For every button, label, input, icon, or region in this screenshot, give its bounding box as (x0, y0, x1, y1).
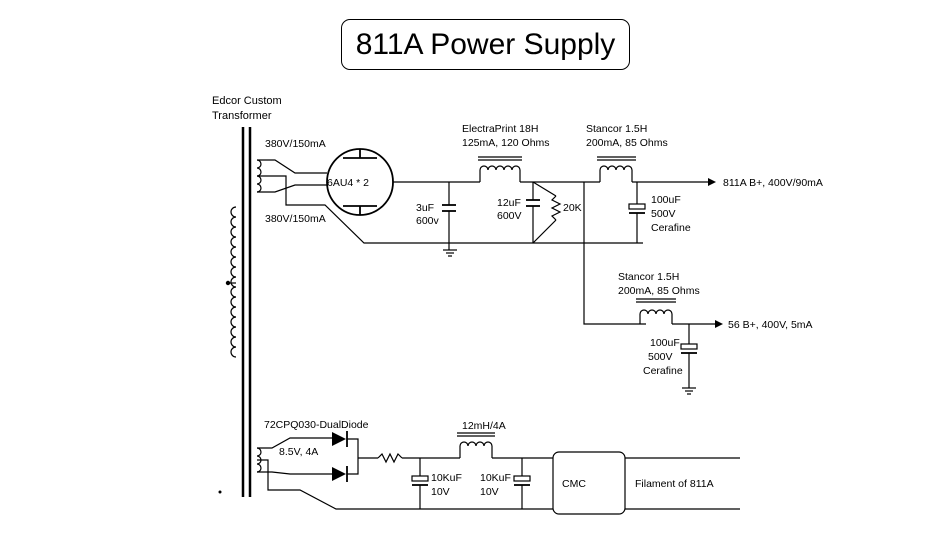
transformer-primary-coil (230, 206, 237, 358)
hv-lead-bottom (257, 184, 327, 193)
r1-bottom-wire (532, 219, 557, 244)
cmc-label: CMC (562, 478, 586, 490)
page-title: 811A Power Supply (341, 19, 630, 70)
choke3-label-line2: 200mA, 85 Ohms (618, 285, 700, 297)
r1-value: 20K (563, 202, 582, 214)
c3-value: 100uF (651, 194, 681, 206)
c4-plate-top (680, 343, 698, 350)
fil-choke-label: 12mH/4A (462, 420, 506, 432)
c6-value: 10KuF (480, 472, 511, 484)
c2-voltage: 600V (497, 210, 522, 222)
c5-plate-top (411, 475, 429, 482)
c4-type: Cerafine (643, 365, 683, 377)
out2-label: 56 B+, 400V, 5mA (728, 319, 813, 331)
filament-load-label: Filament of 811A (635, 478, 714, 490)
hv-center-tap-return (257, 175, 643, 244)
diode-label: 72CPQ030-DualDiode (264, 419, 369, 431)
fil-lead-top (257, 437, 332, 449)
fil-choke-coil (459, 441, 493, 458)
c3-type: Cerafine (651, 222, 691, 234)
choke1-label-line2: 125mA, 120 Ohms (462, 137, 550, 149)
choke1-label-line1: ElectraPrint 18H (462, 123, 538, 135)
c5-value: 10KuF (431, 472, 462, 484)
c4-voltage: 500V (648, 351, 673, 363)
rectifier-tube-label: 6AU4 * 2 (327, 177, 369, 189)
cmc-box (552, 451, 626, 515)
c6-voltage: 10V (480, 486, 499, 498)
hv-rectifier-section: 380V/150mA 380V/150mA 6AU4 * 2 (257, 138, 643, 244)
stray-dot (218, 490, 222, 494)
r1-resistor (550, 195, 562, 221)
ground-symbol-2 (682, 387, 696, 395)
c4-value: 100uF (650, 337, 680, 349)
transformer: Edcor Custom Transformer (212, 95, 282, 497)
c3-voltage: 500V (651, 208, 676, 220)
out1-label: 811A B+, 400V/90mA (723, 177, 823, 189)
c6-plate-top (513, 475, 531, 482)
c2-value: 12uF (497, 197, 521, 209)
diode-2 (332, 467, 346, 481)
choke1-coil (479, 165, 521, 182)
filament-winding-label: 8.5V, 4A (279, 446, 318, 458)
c1-voltage: 600v (416, 215, 440, 227)
choke3-coil (639, 309, 673, 324)
choke2-label-line1: Stancor 1.5H (586, 123, 647, 135)
choke2-coil (599, 165, 633, 182)
c5-voltage: 10V (431, 486, 450, 498)
branch-wire (583, 182, 646, 325)
fil-lead-bottom (257, 471, 332, 475)
c1-value: 3uF (416, 202, 434, 214)
bplus-filter: 3uF 600v ElectraPrint 18H 125mA, 120 Ohm… (416, 123, 823, 395)
ground-symbol-1 (443, 249, 457, 257)
filament-supply: 72CPQ030-DualDiode 8.5V, 4A 10KuF 10V 12… (257, 419, 740, 515)
hv-secondary-label-2: 380V/150mA (265, 213, 326, 225)
c3-plate-top (628, 203, 646, 210)
out2-arrow (715, 320, 723, 328)
diode-join-wire (347, 438, 359, 475)
r1-top-wire (532, 181, 557, 197)
hv-lead-top (257, 159, 327, 174)
choke2-label-line2: 200mA, 85 Ohms (586, 137, 668, 149)
transformer-label-line2: Transformer (212, 110, 272, 122)
hv-secondary-label-1: 380V/150mA (265, 138, 326, 150)
diode-1 (332, 432, 346, 446)
choke3-label-line1: Stancor 1.5H (618, 271, 679, 283)
fil-return-wire (257, 459, 625, 510)
transformer-label-line1: Edcor Custom (212, 95, 282, 107)
out1-arrow (708, 178, 716, 186)
filament-resistor (377, 452, 403, 464)
